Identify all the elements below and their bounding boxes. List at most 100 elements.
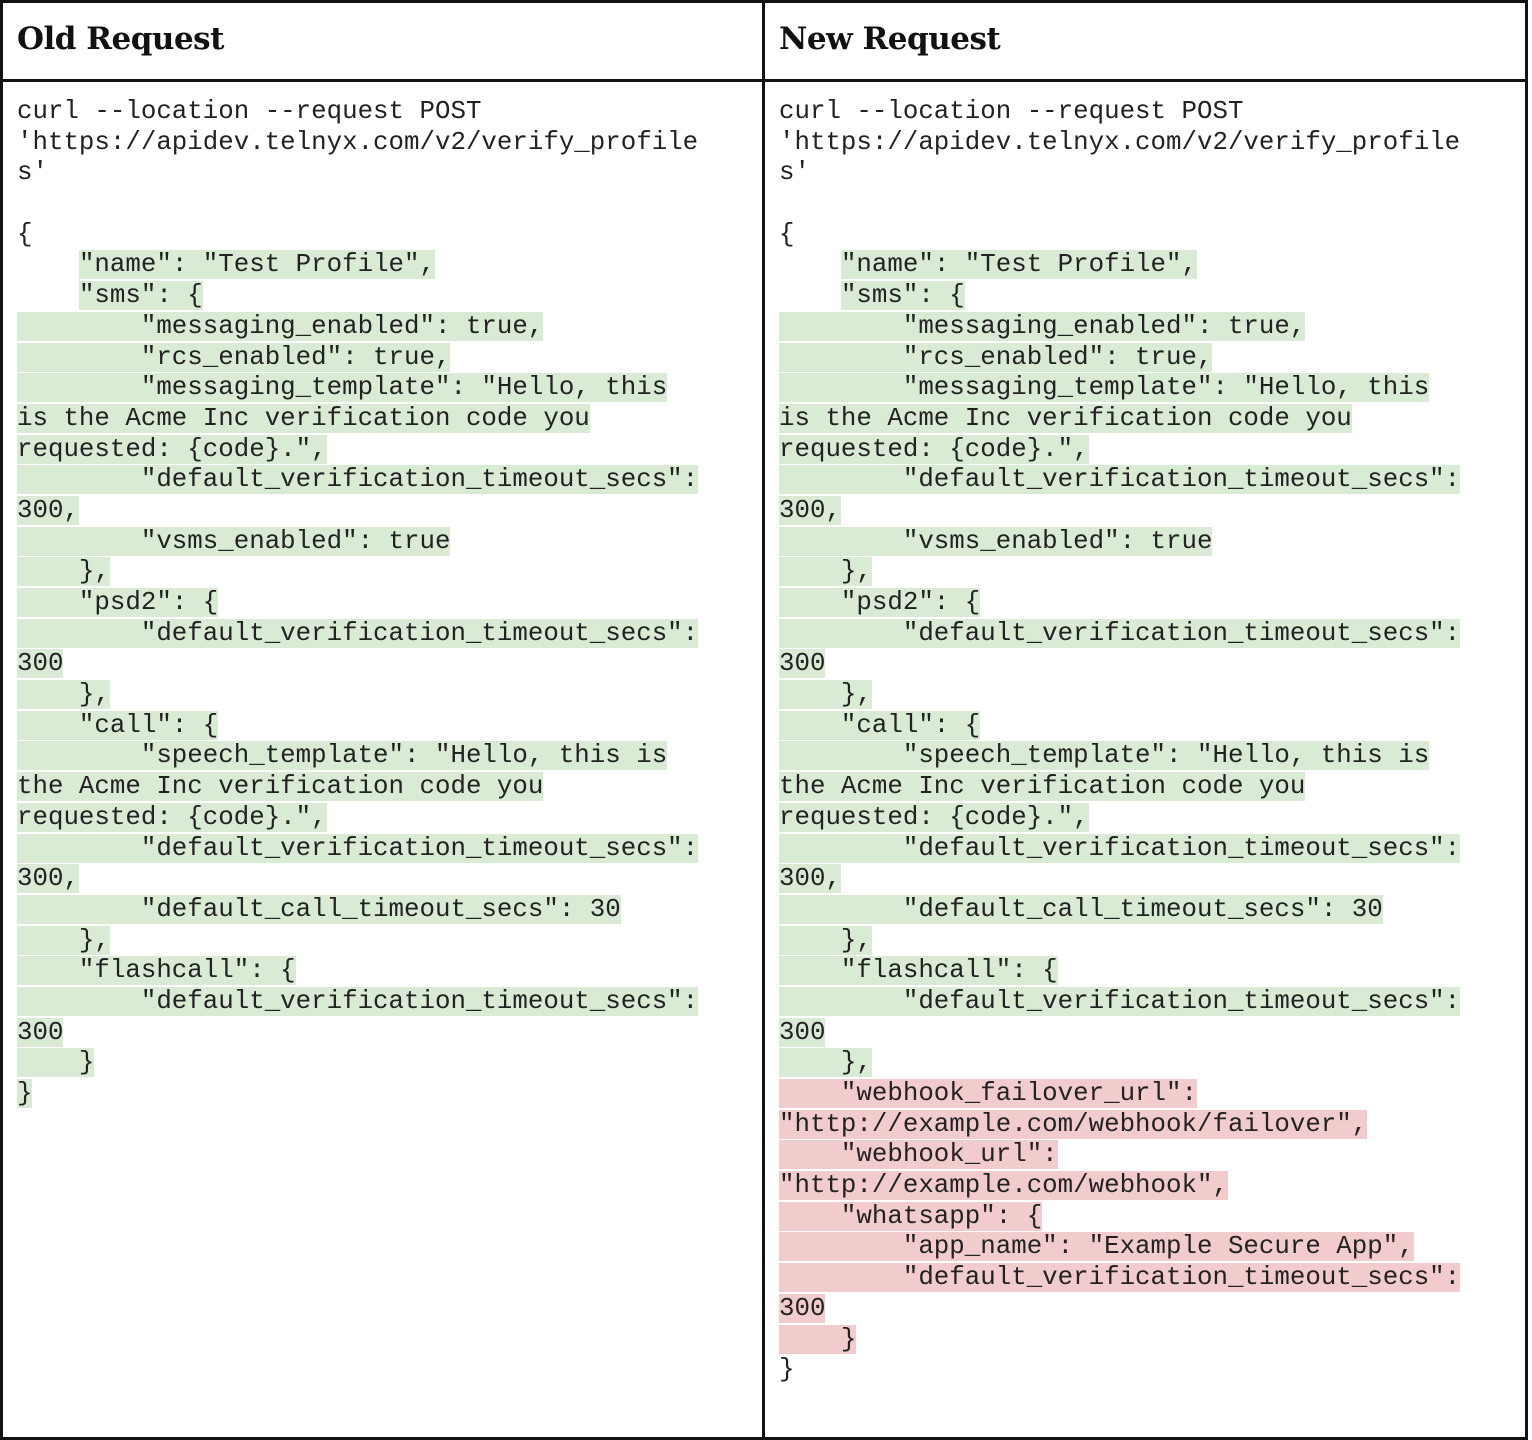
added-highlight: "default_verification_timeout_secs": (17, 833, 699, 863)
code-line: "default_verification_timeout_secs": (17, 986, 699, 1018)
code-line: "default_verification_timeout_secs": (779, 465, 1461, 496)
added-highlight: } (17, 1079, 33, 1108)
new-request-header: New Request (765, 3, 1525, 82)
added-highlight: 300, (17, 495, 79, 525)
new-field-highlight: "http://example.com/webhook/failover", (779, 1109, 1368, 1139)
added-highlight: "sms": { (78, 281, 203, 311)
code-line: the Acme Inc verification code you (779, 772, 1460, 803)
added-highlight: 300, (779, 495, 841, 525)
code-line: }, (779, 557, 1460, 588)
new-field-highlight: "default_verification_timeout_secs": (779, 1263, 1461, 1293)
added-highlight: "flashcall": { (17, 956, 296, 986)
new-request-column: New Request curl --location --request PO… (765, 3, 1525, 1440)
added-highlight: "speech_template": "Hello, this is (17, 741, 668, 771)
new-field-highlight: "webhook_failover_url": (779, 1079, 1197, 1108)
code-line: "webhook_failover_url": (779, 1079, 1460, 1110)
added-highlight: the Acme Inc verification code you (779, 772, 1306, 802)
new-request-code: curl --location --request POST'https://a… (779, 97, 1461, 1386)
code-line: 300 (17, 649, 698, 680)
code-line: { (17, 219, 33, 249)
code-line: s' (779, 158, 810, 188)
added-highlight: "default_verification_timeout_secs": (17, 986, 699, 1016)
added-highlight: }, (779, 925, 872, 955)
added-highlight: "sms": { (840, 281, 965, 311)
old-request-header: Old Request (3, 3, 762, 82)
code-line: "default_verification_timeout_secs": (779, 986, 1461, 1018)
code-line: "speech_template": "Hello, this is (17, 741, 698, 772)
code-line: "default_verification_timeout_secs": (779, 618, 1461, 650)
added-highlight: }, (17, 557, 110, 587)
code-line: "name": "Test Profile", (17, 250, 698, 281)
old-request-code: curl --location --request POST'https://a… (17, 97, 699, 1110)
code-line: 300, (17, 864, 698, 895)
added-highlight: "default_verification_timeout_secs": (779, 465, 1461, 495)
code-line: requested: {code}.", (779, 434, 1460, 466)
code-line: "flashcall": { (779, 956, 1460, 987)
old-request-title: Old Request (17, 21, 224, 57)
code-line: "name": "Test Profile", (779, 250, 1460, 281)
code-line: requested: {code}.", (17, 802, 698, 834)
added-highlight: requested: {code}.", (17, 434, 327, 464)
code-line: 300, (779, 495, 1460, 527)
code-line: 300 (779, 649, 1460, 680)
code-line: "psd2": { (779, 588, 1460, 619)
code-line: "call": { (17, 710, 698, 742)
added-highlight: requested: {code}.", (17, 802, 327, 832)
new-field-highlight: "app_name": "Example Secure App", (779, 1232, 1414, 1262)
added-highlight: } (17, 1048, 95, 1078)
code-line: }, (17, 680, 698, 711)
code-line: "rcs_enabled": true, (779, 342, 1460, 374)
code-line: 'https://apidev.telnyx.com/v2/verify_pro… (779, 127, 1461, 157)
code-line: } (17, 1079, 698, 1110)
added-highlight: "messaging_template": "Hello, this (17, 373, 668, 403)
added-highlight: requested: {code}.", (779, 434, 1089, 464)
added-highlight: "call": { (17, 710, 219, 740)
code-line (779, 189, 1460, 220)
code-line: }, (779, 925, 1460, 957)
code-line: is the Acme Inc verification code you (17, 403, 698, 435)
added-highlight: 300 (779, 649, 826, 679)
added-highlight: "psd2": { (779, 588, 981, 617)
added-highlight: 300 (17, 1017, 64, 1047)
code-line: { (779, 219, 795, 249)
code-line: 300 (779, 1293, 1460, 1325)
new-field-highlight: 300 (779, 1293, 826, 1323)
added-highlight: is the Acme Inc verification code you (779, 403, 1352, 433)
new-field-highlight: "webhook_url": (779, 1140, 1058, 1170)
old-request-column: Old Request curl --location --request PO… (3, 3, 765, 1440)
added-highlight: is the Acme Inc verification code you (17, 403, 590, 433)
added-highlight: }, (17, 925, 110, 955)
code-line: "speech_template": "Hello, this is (779, 741, 1460, 772)
code-line: s' (17, 158, 48, 188)
table-bottom-border (3, 1437, 1525, 1440)
code-line: requested: {code}.", (779, 802, 1460, 834)
code-line: "sms": { (17, 281, 698, 312)
added-highlight: 300 (17, 649, 64, 679)
new-field-highlight: } (779, 1324, 857, 1354)
code-line: } (17, 1048, 698, 1079)
added-highlight: "name": "Test Profile", (840, 250, 1197, 280)
code-line: "messaging_enabled": true, (779, 311, 1460, 343)
code-line: } (779, 1355, 795, 1385)
code-line: "call": { (779, 710, 1460, 742)
code-line: 300, (779, 864, 1460, 895)
code-line: } (779, 1324, 1460, 1356)
code-line: curl --location --request POST (17, 97, 482, 126)
added-highlight: "default_verification_timeout_secs": (779, 618, 1461, 648)
added-highlight: "default_call_timeout_secs": 30 (17, 894, 621, 924)
code-line: "vsms_enabled": true (17, 526, 698, 558)
code-line: "http://example.com/webhook", (779, 1171, 1460, 1202)
added-highlight: }, (779, 1048, 872, 1078)
code-line: }, (17, 925, 698, 957)
code-line: "messaging_enabled": true, (17, 311, 698, 343)
added-highlight: the Acme Inc verification code you (17, 772, 544, 802)
code-line: }, (17, 557, 698, 588)
added-highlight: "default_verification_timeout_secs": (779, 833, 1461, 863)
code-line: "default_verification_timeout_secs": (779, 833, 1461, 865)
added-highlight: "messaging_enabled": true, (779, 311, 1306, 341)
code-line: "messaging_template": "Hello, this (779, 373, 1460, 404)
code-line: "default_call_timeout_secs": 30 (779, 894, 1460, 926)
added-highlight: }, (779, 557, 872, 587)
code-line: the Acme Inc verification code you (17, 772, 698, 803)
added-highlight: "flashcall": { (779, 956, 1058, 986)
